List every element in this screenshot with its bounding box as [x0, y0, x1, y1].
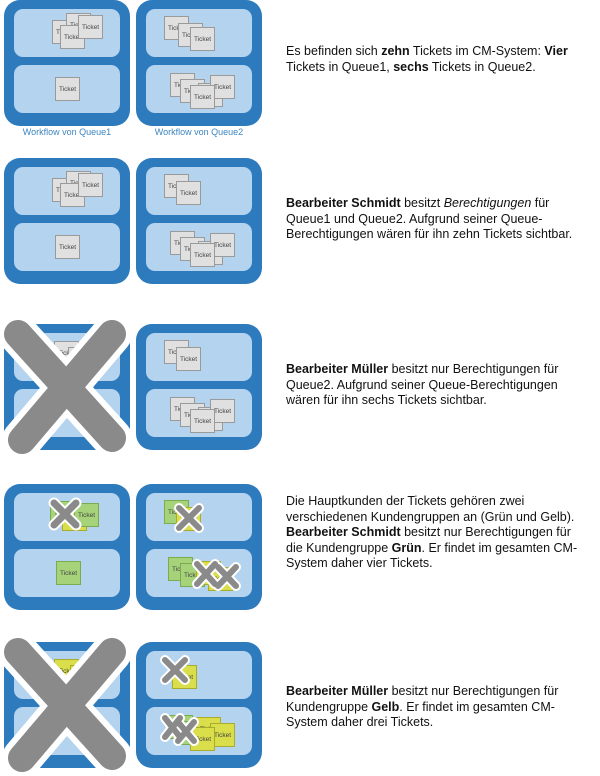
denied-cross-icon: [0, 632, 132, 776]
workflow-queue2-panel: Ticket Ticket Ticket Ticket Ticket Ticke…: [136, 642, 262, 768]
description-fragment: sechs: [393, 59, 429, 74]
queue1-top: Ticket Ticket Ticket Ticket: [14, 9, 120, 57]
queue2-bottom: Ticket Ticket Ticket Ticket Ticket: [146, 223, 252, 271]
ticket-green: Ticket: [56, 561, 81, 585]
workflow-queue1-panel: Ticket Ticket Ticket Ticket Ticket: [4, 158, 130, 284]
description-fragment: besitzt nur Berechtigungen für Kundengru…: [286, 684, 559, 714]
ticket: Ticket: [78, 173, 103, 197]
description-fragment: Die Hauptkunden der Tickets gehören zwei…: [286, 494, 575, 524]
queue2-top: Ticket Ticket: [146, 167, 252, 215]
description-fragment: Bearbeiter Müller: [286, 684, 389, 698]
description-fragment: Tickets im CM-System:: [409, 44, 545, 58]
ticket: Ticket: [190, 27, 215, 51]
description-fragment: zehn: [381, 44, 410, 58]
caption-queue1: Workflow von Queue1: [22, 127, 112, 137]
workflow-queue2-panel: Ticket Ticket Ticket Ticket Ticket Ticke…: [136, 484, 262, 610]
description-5: Bearbeiter Müller besitzt nur Berechtigu…: [286, 684, 586, 731]
queue1-bottom: Ticket: [14, 65, 120, 113]
workflow-queue2-panel: Ticket Ticket Ticket Ticket Ticket Ticke…: [136, 324, 262, 450]
ticket: Ticket: [190, 409, 215, 433]
small-cross-icon: [192, 559, 241, 591]
description-fragment: Gelb: [371, 699, 400, 714]
queue2-top: Ticket Ticket: [146, 333, 252, 381]
description-fragment: . Er findet im gesamten CM-System daher …: [286, 540, 578, 571]
workflow-queue1-panel: Ticket Ticket: [0, 632, 132, 776]
description-fragment: Vier: [544, 44, 568, 58]
workflow-queue2-panel: Ticket Ticket Ticket Ticket Ticket Ticke…: [136, 158, 262, 284]
description-fragment: für Queue1 und Queue2. Aufgrund seiner Q…: [286, 196, 573, 241]
queue1-top: Ticket Ticket Ticket Ticket: [14, 167, 120, 215]
queue2-bottom: Ticket Ticket Ticket Ticket: [146, 549, 252, 597]
description-fragment: . Er findet im gesamten CM-System daher …: [286, 699, 555, 730]
ticket: Ticket: [55, 77, 80, 101]
workflow-queue1-panel: Ticket Ticket: [0, 314, 132, 460]
queue2-bottom: Ticket Ticket Ticket Ticket Ticket: [146, 707, 252, 755]
ticket: Ticket: [190, 243, 215, 267]
queue2-top: Ticket: [146, 651, 252, 699]
ticket: Ticket: [176, 181, 201, 205]
description-fragment: Es befinden sich: [286, 44, 382, 58]
small-cross-icon: [48, 497, 82, 531]
description-fragment: Berechtigungen: [443, 196, 532, 210]
workflow-queue1-panel: Ticket Ticket Ticket Ticket Ticket: [4, 0, 130, 126]
small-cross-icon: [160, 713, 199, 746]
queue2-top: Ticket Ticket: [146, 493, 252, 541]
ticket: Ticket: [190, 85, 215, 109]
ticket: Ticket: [176, 347, 201, 371]
small-cross-icon: [160, 655, 190, 685]
description-fragment: Grün: [391, 540, 422, 555]
queue1-bottom: Ticket: [14, 549, 120, 597]
description-fragment: besitzt nur Berechtigungen für Queue2. A…: [286, 362, 559, 407]
description-fragment: besitzt nur Berechtigungen für die Kunde…: [286, 525, 571, 555]
description-3: Bearbeiter Müller besitzt nur Berechtigu…: [286, 362, 586, 409]
ticket: Ticket: [55, 235, 80, 259]
description-fragment: Bearbeiter Schmidt: [286, 525, 401, 539]
queue2-bottom: Ticket Ticket Ticket Ticket Ticket: [146, 389, 252, 437]
description-fragment: Tickets in Queue1,: [286, 59, 394, 74]
description-1: Es befinden sich zehn Tickets im CM-Syst…: [286, 44, 586, 75]
queue1-bottom: Ticket: [14, 223, 120, 271]
description-4: Die Hauptkunden der Tickets gehören zwei…: [286, 494, 586, 572]
description-fragment: besitzt: [400, 196, 444, 210]
denied-cross-icon: [0, 314, 132, 460]
queue1-top: Ticket Ticket Ticket: [14, 493, 120, 541]
workflow-queue2-panel: Ticket Ticket Ticket Ticket Ticket Ticke…: [136, 0, 262, 126]
description-2: Bearbeiter Schmidt besitzt Berechtigunge…: [286, 196, 586, 243]
description-fragment: Bearbeiter Müller: [286, 362, 389, 376]
description-fragment: Bearbeiter Schmidt: [286, 196, 401, 210]
queue2-bottom: Ticket Ticket Ticket Ticket Ticket: [146, 65, 252, 113]
queue2-top: Ticket Ticket Ticket: [146, 9, 252, 57]
small-cross-icon: [174, 503, 204, 533]
workflow-queue1-panel: Ticket Ticket Ticket Ticket: [4, 484, 130, 610]
description-fragment: Tickets in Queue2.: [428, 59, 536, 74]
ticket: Ticket: [78, 15, 103, 39]
caption-queue2: Workflow von Queue2: [154, 127, 244, 137]
